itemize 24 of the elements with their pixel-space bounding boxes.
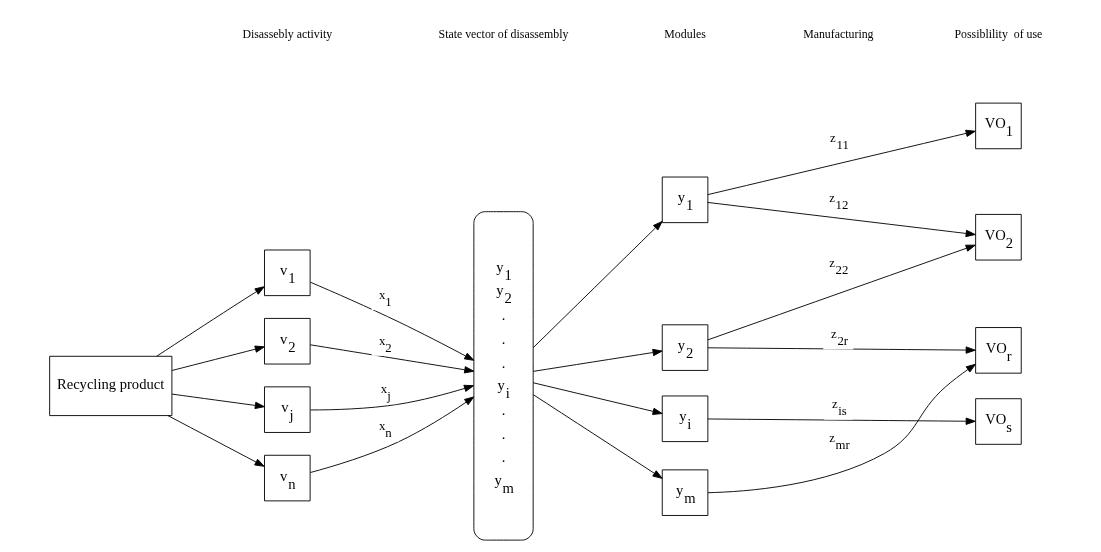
arrow bbox=[310, 396, 475, 473]
arrow bbox=[532, 220, 663, 349]
arrow bbox=[707, 129, 976, 196]
label: Possiblility of use bbox=[954, 26, 1043, 41]
arrow bbox=[171, 393, 265, 410]
arrow bbox=[532, 348, 663, 372]
node-box: Recycling product bbox=[49, 355, 173, 417]
label: Modules bbox=[664, 26, 706, 41]
arrow bbox=[707, 244, 976, 341]
arrow bbox=[707, 346, 976, 354]
arrow bbox=[532, 394, 663, 479]
arrow bbox=[707, 202, 976, 238]
label: Manufacturing bbox=[803, 26, 874, 41]
arrow bbox=[707, 417, 976, 425]
arrow bbox=[707, 363, 976, 494]
label: State vector of disassembly bbox=[438, 26, 569, 41]
arrow bbox=[310, 281, 475, 361]
arrow bbox=[156, 286, 265, 357]
arrow bbox=[532, 382, 663, 415]
arrow bbox=[171, 345, 265, 371]
arrow bbox=[167, 415, 265, 467]
label: Disassebly activity bbox=[242, 26, 333, 41]
arrow bbox=[310, 384, 474, 411]
arrow bbox=[309, 344, 475, 374]
